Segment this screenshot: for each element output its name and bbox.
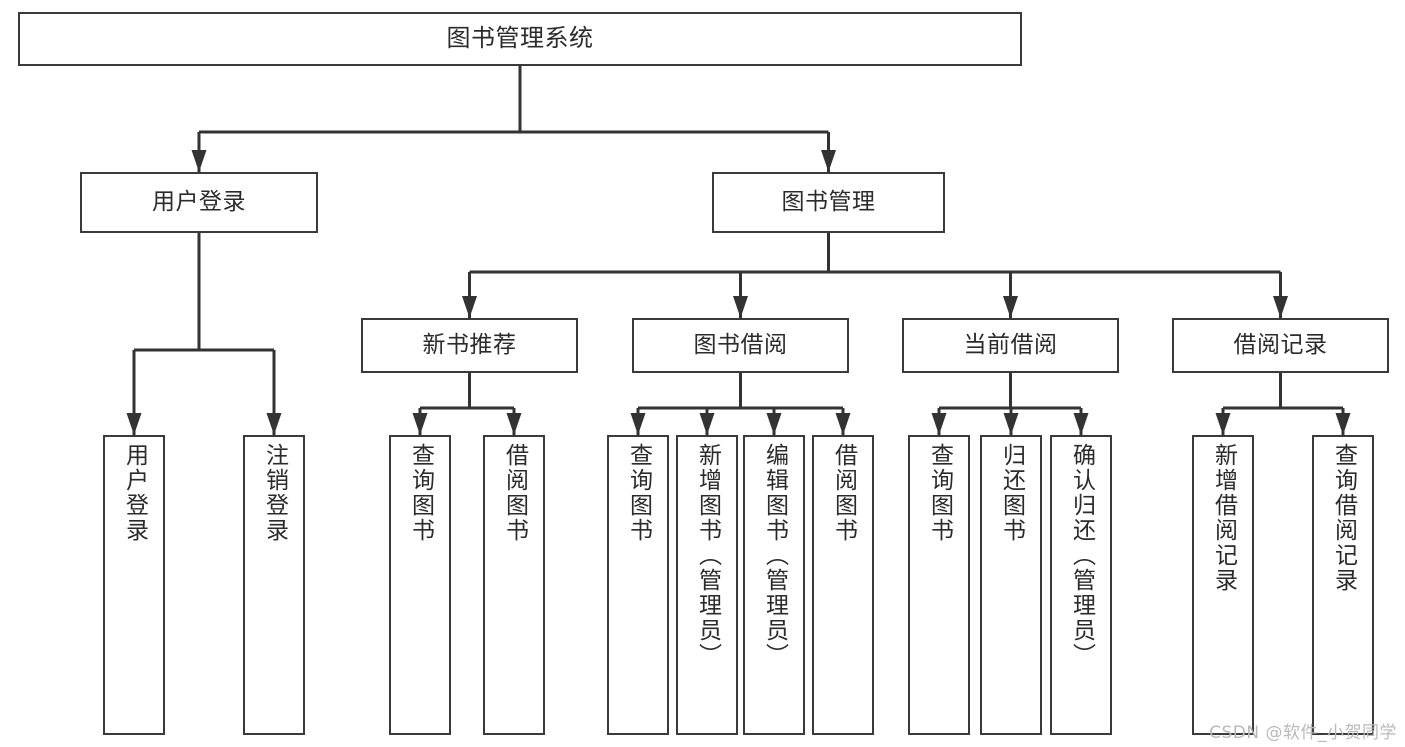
node-label: 归还图书	[998, 443, 1025, 543]
node-label: 图书借阅	[693, 332, 788, 359]
node-label: 借阅图书	[830, 443, 857, 543]
node-book-management[interactable]: 图书管理	[712, 172, 945, 233]
node-label: 用户登录	[152, 189, 246, 216]
leaf-borrow-borrow-book[interactable]: 借阅图书	[812, 435, 874, 735]
node-label: 查询图书	[926, 443, 953, 543]
node-label: 查询借阅记录	[1330, 443, 1357, 593]
leaf-record-add-borrow-record[interactable]: 新增借阅记录	[1192, 435, 1254, 735]
node-label: 编辑图书（管理员）	[761, 443, 788, 668]
leaf-current-query-book[interactable]: 查询图书	[908, 435, 970, 735]
node-label: 新书推荐	[422, 332, 517, 359]
node-label: 确认归还（管理员）	[1068, 443, 1095, 668]
node-label: 新增图书（管理员）	[694, 443, 721, 668]
node-label: 当前借阅	[963, 332, 1058, 359]
leaf-record-query-borrow-record[interactable]: 查询借阅记录	[1312, 435, 1374, 735]
leaf-borrow-add-book-admin[interactable]: 新增图书（管理员）	[676, 435, 738, 735]
node-label: 借阅记录	[1233, 332, 1328, 359]
node-root-system[interactable]: 图书管理系统	[18, 12, 1022, 66]
node-new-book-recommendation[interactable]: 新书推荐	[361, 318, 578, 373]
node-label: 用户登录	[121, 443, 148, 543]
node-label: 借阅图书	[501, 443, 528, 543]
node-user-login[interactable]: 用户登录	[80, 172, 318, 233]
leaf-current-confirm-return-admin[interactable]: 确认归还（管理员）	[1050, 435, 1112, 735]
node-label: 注销登录	[261, 443, 288, 543]
node-label: 图书管理系统	[446, 24, 594, 53]
leaf-recommend-borrow-book[interactable]: 借阅图书	[483, 435, 545, 735]
node-label: 查询图书	[407, 443, 434, 543]
node-label: 新增借阅记录	[1210, 443, 1237, 593]
leaf-recommend-query-book[interactable]: 查询图书	[389, 435, 451, 735]
leaf-user-logout[interactable]: 注销登录	[243, 435, 305, 735]
node-label: 查询图书	[625, 443, 652, 543]
leaf-borrow-query-book[interactable]: 查询图书	[607, 435, 669, 735]
leaf-user-login[interactable]: 用户登录	[103, 435, 165, 735]
node-borrowing-records[interactable]: 借阅记录	[1172, 318, 1389, 373]
node-current-borrowing[interactable]: 当前借阅	[902, 318, 1119, 373]
leaf-borrow-edit-book-admin[interactable]: 编辑图书（管理员）	[743, 435, 805, 735]
leaf-current-return-book[interactable]: 归还图书	[980, 435, 1042, 735]
node-book-borrowing[interactable]: 图书借阅	[632, 318, 849, 373]
csdn-watermark: CSDN @软件_小贺同学	[1209, 723, 1397, 743]
node-label: 图书管理	[781, 189, 876, 216]
